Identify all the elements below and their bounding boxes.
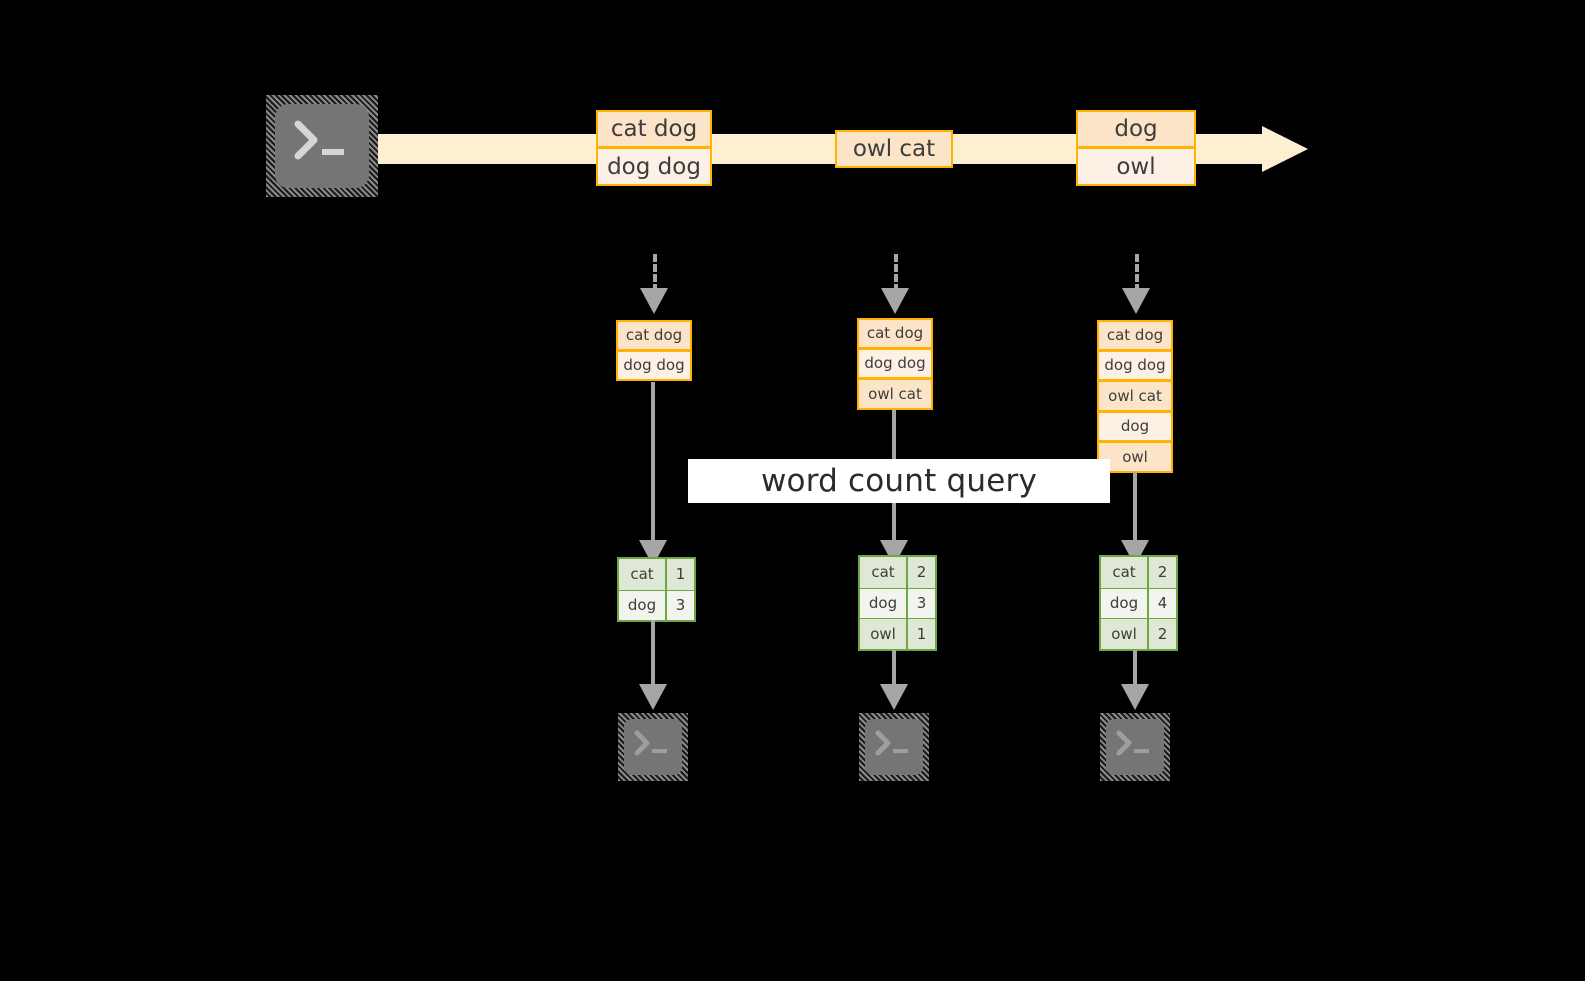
terminal-body (275, 104, 369, 188)
result-table-2: cat 2 dog 3 owl 1 (858, 555, 937, 651)
result-count: 4 (1147, 588, 1176, 618)
terminal-prompt-glyph (294, 120, 344, 160)
stream-arrowhead (1262, 126, 1308, 172)
snapshot-to-result-arrowhead-1 (639, 540, 667, 566)
result-word: dog (1101, 588, 1147, 618)
snapshot-to-result-connector-3 (1133, 472, 1137, 548)
result-to-sink-connector-1 (651, 620, 655, 692)
stream-to-snapshot-connector-2 (894, 254, 898, 292)
snapshot-3-records: cat dog dog dog owl cat dog owl (1097, 320, 1173, 473)
terminal-prompt-glyph (634, 730, 667, 756)
result-word: owl (860, 619, 906, 649)
result-word: cat (1101, 557, 1147, 588)
snapshot-record: dog dog (857, 348, 933, 379)
stream-to-snapshot-arrowhead-2 (881, 288, 909, 314)
snapshot-1-records: cat dog dog dog (616, 320, 692, 381)
snapshot-record: owl cat (857, 379, 933, 410)
table-row: owl 2 (1101, 618, 1176, 649)
stream-to-snapshot-arrowhead-1 (640, 288, 668, 314)
snapshot-to-result-arrowhead-3 (1121, 540, 1149, 566)
result-count: 2 (906, 557, 935, 588)
result-count: 1 (906, 619, 935, 649)
stream-record: dog dog (596, 148, 712, 186)
result-count: 2 (1147, 557, 1176, 588)
result-table-3: cat 2 dog 4 owl 2 (1099, 555, 1178, 651)
stream-record: owl cat (835, 130, 953, 168)
snapshot-record: dog dog (616, 350, 692, 381)
sink-terminal-icon-1 (618, 713, 688, 781)
terminal-body (624, 719, 682, 775)
snapshot-record: cat dog (616, 320, 692, 351)
result-to-sink-arrowhead-1 (639, 684, 667, 710)
snapshot-record: dog (1097, 411, 1173, 442)
table-row: cat 1 (619, 559, 694, 590)
stream-group-3: dog owl (1076, 110, 1196, 186)
query-label: word count query (760, 463, 1038, 499)
sink-terminal-icon-2 (859, 713, 929, 781)
terminal-prompt-glyph (875, 730, 908, 756)
snapshot-record: cat dog (857, 318, 933, 349)
result-to-sink-connector-3 (1133, 650, 1137, 692)
table-row: dog 3 (619, 589, 694, 620)
terminal-body (865, 719, 923, 775)
stream-to-snapshot-arrowhead-3 (1122, 288, 1150, 314)
snapshot-2-records: cat dog dog dog owl cat (857, 318, 933, 410)
snapshot-to-result-arrowhead-2 (880, 540, 908, 566)
result-count: 3 (906, 588, 935, 618)
terminal-prompt-glyph (1116, 730, 1149, 756)
stream-record: dog (1076, 110, 1196, 148)
result-to-sink-arrowhead-2 (880, 684, 908, 710)
table-row: cat 2 (1101, 557, 1176, 588)
stream-record: cat dog (596, 110, 712, 148)
result-count: 2 (1147, 619, 1176, 649)
table-row: cat 2 (860, 557, 935, 588)
result-count: 3 (665, 590, 694, 620)
source-terminal-icon (266, 95, 378, 197)
result-count: 1 (665, 559, 694, 590)
result-to-sink-connector-2 (892, 650, 896, 692)
stream-record: owl (1076, 148, 1196, 186)
query-label-band: word count query (688, 459, 1110, 503)
result-table-1: cat 1 dog 3 (617, 557, 696, 622)
table-row: dog 3 (860, 587, 935, 618)
result-word: cat (860, 557, 906, 588)
result-word: dog (860, 588, 906, 618)
sink-terminal-icon-3 (1100, 713, 1170, 781)
snapshot-record: owl cat (1097, 381, 1173, 412)
stream-group-1: cat dog dog dog (596, 110, 712, 186)
result-to-sink-arrowhead-3 (1121, 684, 1149, 710)
result-word: cat (619, 559, 665, 590)
stream-to-snapshot-connector-3 (1135, 254, 1139, 292)
result-word: dog (619, 590, 665, 620)
snapshot-to-result-connector-1 (651, 382, 655, 548)
stream-to-snapshot-connector-1 (653, 254, 657, 292)
terminal-body (1106, 719, 1164, 775)
table-row: dog 4 (1101, 587, 1176, 618)
snapshot-record: cat dog (1097, 320, 1173, 351)
result-word: owl (1101, 619, 1147, 649)
stream-group-2: owl cat (835, 130, 953, 168)
snapshot-record: dog dog (1097, 350, 1173, 381)
table-row: owl 1 (860, 618, 935, 649)
